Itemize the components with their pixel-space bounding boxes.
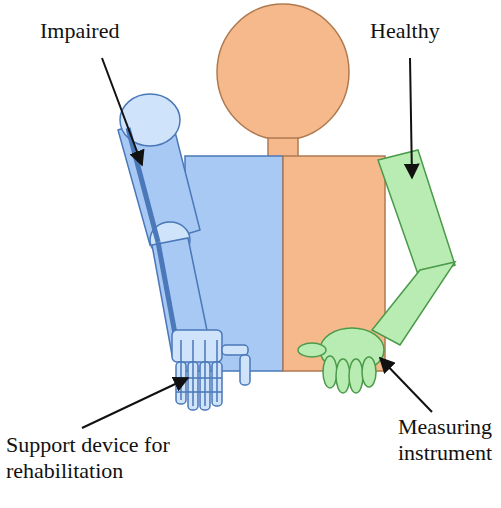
- part-label: Impaired: [40, 18, 170, 44]
- device-label: Support device for rehabilitation: [6, 432, 216, 484]
- part-label: Healthy: [370, 18, 490, 44]
- device-label: Measuring instrument: [398, 414, 496, 466]
